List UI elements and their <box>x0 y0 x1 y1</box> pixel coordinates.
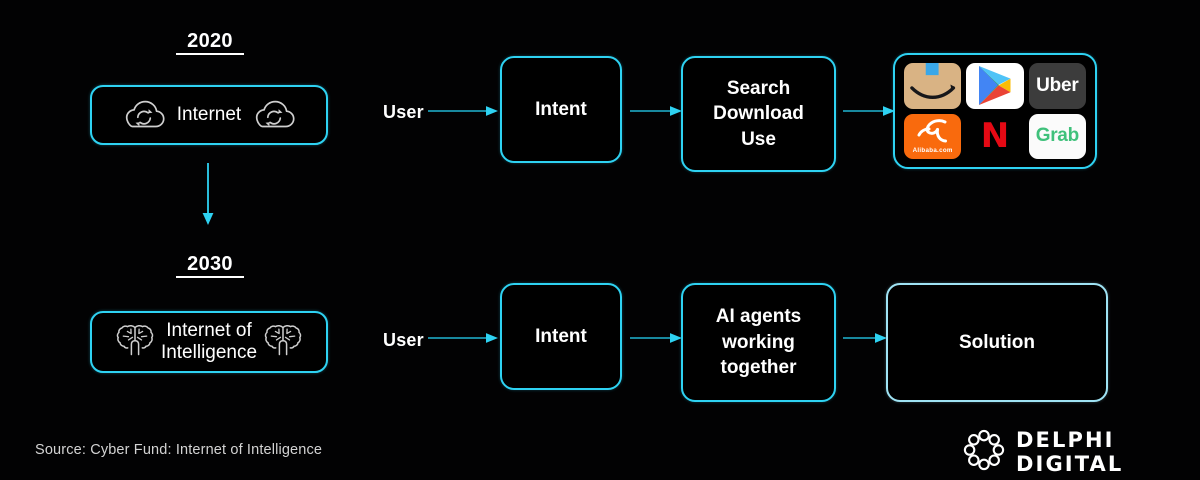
flow-arrow-right-icon <box>843 104 897 123</box>
flow-step-apps-grid: Uber Alibaba.com N Grab <box>893 53 1097 169</box>
delphi-rings-logo-icon <box>963 429 1005 476</box>
google-play-app-icon[interactable] <box>966 63 1024 109</box>
flow-arrow-right-icon <box>428 104 500 123</box>
era-label-2030: 2030 <box>176 253 244 278</box>
brain-icon <box>263 320 303 365</box>
flow-step-ai-agents-working-together: AI agents working together <box>681 283 836 402</box>
apps-grid: Uber Alibaba.com N Grab <box>904 63 1086 159</box>
brand-logo: DELPHI DIGITAL <box>963 428 1200 476</box>
grab-wordmark: Grab <box>1035 125 1079 147</box>
source-note: Source: Cyber Fund: Internet of Intellig… <box>35 442 323 458</box>
concept-label-internet: Internet <box>176 103 242 125</box>
brand-name: DELPHI DIGITAL <box>1016 428 1124 476</box>
flow-step-search-download-use: Search Download Use <box>681 56 836 172</box>
alibaba-wordmark: Alibaba.com <box>912 147 953 155</box>
uber-app-icon[interactable]: Uber <box>1028 63 1086 109</box>
flow-arrow-right-icon <box>843 331 889 350</box>
flow-step-solution: Solution <box>886 283 1108 402</box>
flow-step-label: AI agents working together <box>715 306 802 379</box>
cloud-sync-icon <box>121 96 167 135</box>
cloud-sync-icon <box>251 96 297 135</box>
netflix-app-icon[interactable]: N <box>966 113 1024 159</box>
flow-actor-user-bottom: User <box>383 330 424 350</box>
flow-arrow-right-icon <box>630 104 684 123</box>
concept-label-internet-of-intelligence: Internet of Intelligence <box>160 319 258 363</box>
flow-step-label: Intent <box>535 98 587 120</box>
alibaba-app-icon[interactable]: Alibaba.com <box>904 113 962 159</box>
uber-wordmark: Uber <box>1036 74 1079 96</box>
flow-actor-user-top: User <box>383 102 424 122</box>
flow-arrow-right-icon <box>428 331 500 350</box>
netflix-wordmark: N <box>980 116 1010 157</box>
era-label-2020: 2020 <box>176 30 244 55</box>
grab-app-icon[interactable]: Grab <box>1028 113 1086 159</box>
flow-step-intent-top: Intent <box>500 56 622 163</box>
flow-step-label: Solution <box>959 331 1035 353</box>
brain-icon <box>115 320 155 365</box>
down-arrow-icon <box>194 163 222 234</box>
flow-step-label: Search Download Use <box>713 77 804 150</box>
concept-box-internet: Internet <box>90 85 328 145</box>
flow-step-label: Intent <box>535 325 587 347</box>
flow-step-intent-bottom: Intent <box>500 283 622 390</box>
flow-arrow-right-icon <box>630 331 684 350</box>
amazon-app-icon[interactable] <box>904 63 962 109</box>
concept-box-internet-of-intelligence: Internet of Intelligence <box>90 311 328 373</box>
